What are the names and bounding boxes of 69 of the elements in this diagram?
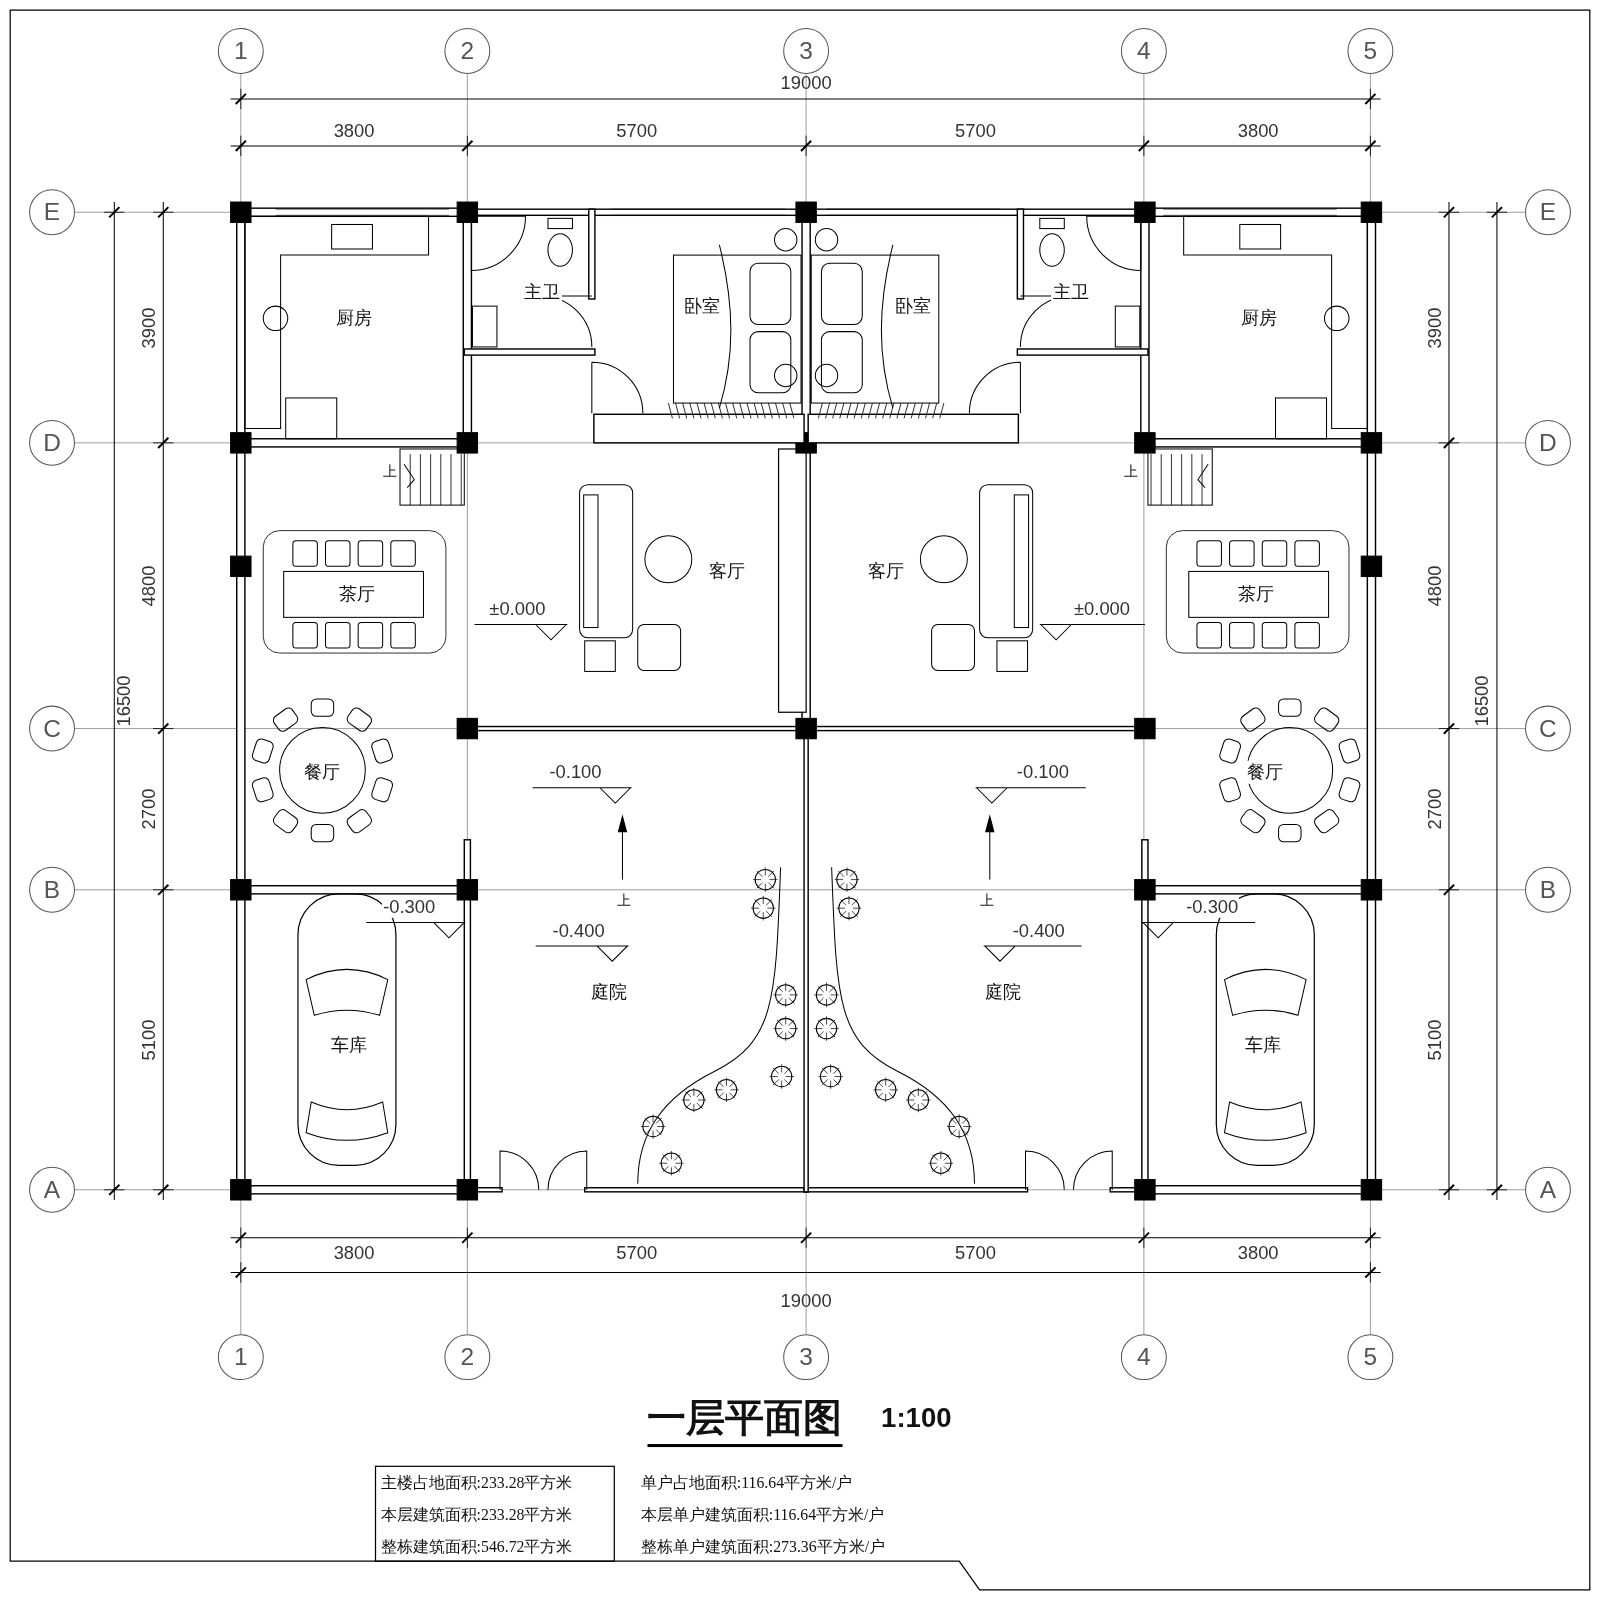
axis-number: B [1539, 877, 1557, 902]
room-label: 厨房 [1239, 307, 1280, 330]
elevation-text: -0.300 [1185, 896, 1240, 918]
axis-number: E [43, 200, 61, 225]
area-text: 整栋单户建筑面积:273.36平方米/户 [640, 1539, 886, 1555]
dimension-text: 3900 [139, 307, 159, 348]
stair-up-text: 上 [978, 891, 995, 909]
dimension-text: 5700 [955, 1243, 996, 1263]
axis-number: C [1539, 716, 1557, 741]
axis-number: B [43, 877, 61, 902]
scale-text: 1:100 [881, 1404, 952, 1433]
dimension-text: 3800 [333, 121, 375, 140]
dimension-text: 5700 [955, 121, 996, 140]
dimension-text: 3800 [1237, 121, 1279, 140]
axis-number: E [1539, 200, 1557, 225]
axis-number: 1 [234, 1344, 248, 1370]
axis-number: D [1539, 430, 1557, 456]
dimension-text: 16500 [115, 675, 134, 727]
axis-number: 3 [799, 38, 813, 64]
room-label: 卧室 [893, 294, 934, 318]
dimension-text: 2700 [139, 788, 159, 830]
room-label: 车库 [328, 1033, 369, 1057]
axis-number: 2 [460, 1344, 475, 1370]
axis-number: 1 [234, 38, 248, 64]
axis-number: A [43, 1177, 61, 1202]
area-text: 本层单户建筑面积:116.64平方米/户 [640, 1507, 885, 1524]
area-text: 单户占地面积:116.64平方米/户 [640, 1474, 853, 1491]
dimension-text: 19000 [780, 73, 832, 92]
room-label: 车库 [1243, 1033, 1284, 1057]
dimension-text: 16500 [1472, 675, 1491, 727]
room-label: 客厅 [706, 560, 747, 583]
dimension-text: 5700 [616, 121, 658, 140]
room-label: 客厅 [865, 560, 906, 583]
room-label: 主卫 [521, 280, 562, 303]
drawing-title: 一层平面图 [647, 1399, 843, 1448]
dimension-text: 5700 [616, 1243, 658, 1263]
dimension-text: 3800 [333, 1243, 375, 1263]
room-label: 庭院 [983, 980, 1024, 1003]
axis-number: C [43, 716, 61, 741]
stair-up-text: 上 [616, 891, 633, 909]
area-text: 本层建筑面积:233.28平方米 [380, 1507, 573, 1524]
room-label: 茶厅 [337, 582, 378, 606]
dimension-text: 4800 [1425, 565, 1444, 607]
dimension-text: 3900 [1425, 307, 1444, 348]
area-text: 主楼占地面积:233.28平方米 [380, 1474, 573, 1491]
axis-number: 5 [1363, 38, 1378, 64]
area-text: 整栋建筑面积:546.72平方米 [380, 1539, 573, 1555]
room-label: 餐厅 [302, 761, 343, 784]
room-label: 餐厅 [1245, 761, 1286, 784]
room-label: 主卫 [1051, 280, 1092, 303]
axis-number: 5 [1363, 1344, 1378, 1370]
room-label: 茶厅 [1236, 582, 1277, 606]
dimension-text: 5100 [1425, 1019, 1444, 1061]
stair-up-text: 上 [381, 463, 398, 480]
room-label: 庭院 [589, 980, 630, 1003]
axis-number: 4 [1137, 38, 1151, 64]
room-label: 厨房 [334, 307, 375, 330]
axis-number: A [1539, 1177, 1557, 1202]
dimension-text: 4800 [139, 565, 159, 607]
stair-up-text: 上 [1122, 463, 1139, 480]
dimension-text: 3800 [1237, 1243, 1279, 1263]
dimension-text: 19000 [780, 1291, 832, 1311]
axis-number: 3 [799, 1344, 813, 1370]
dimension-text: 5100 [139, 1019, 159, 1061]
axis-number: D [43, 430, 61, 456]
room-label: 卧室 [682, 294, 723, 318]
axis-number: 4 [1137, 1344, 1151, 1370]
axis-number: 2 [460, 38, 475, 64]
dimension-text: 2700 [1425, 788, 1444, 830]
